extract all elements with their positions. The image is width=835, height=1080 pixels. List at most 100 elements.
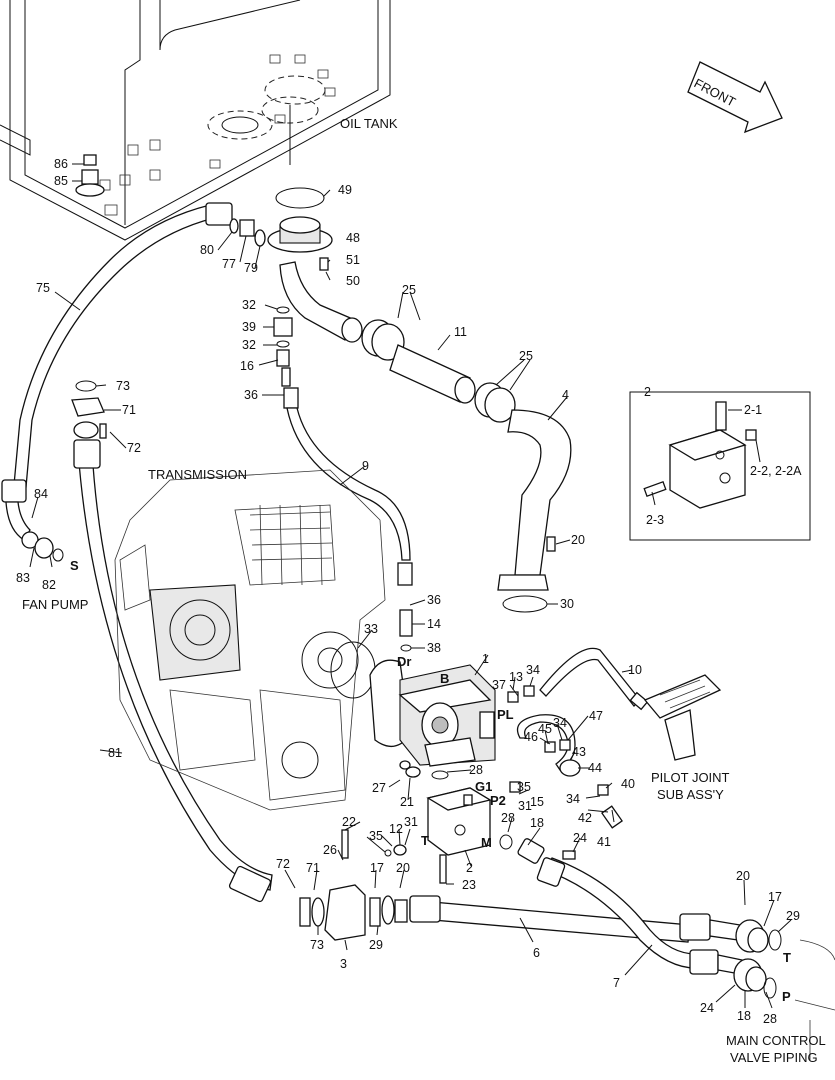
callout-31-a: 31: [518, 799, 532, 813]
callout-18-upper: 18: [530, 816, 544, 830]
callout-34-b: 34: [553, 716, 567, 730]
callout-28-block: 28: [501, 811, 515, 825]
port-S: S: [70, 558, 79, 573]
oil-tank-caption: OIL TANK: [340, 116, 398, 131]
callout-24-upper: 24: [573, 831, 587, 845]
callout-84: 84: [34, 487, 48, 501]
callout-73-upper: 73: [116, 379, 130, 393]
callout-28-right: 28: [763, 1012, 777, 1026]
pilot-joint-subassembly: PILOT JOINT SUB ASS'Y: [643, 674, 730, 802]
suction-hose-assembly: [279, 261, 572, 613]
callout-71-lower: 71: [306, 861, 320, 875]
valve-block: [341, 760, 492, 884]
port-T-pump: T: [421, 833, 429, 848]
callout-31-b: 31: [404, 815, 418, 829]
detail-box-labels: 2 2-1 2-2, 2-2A 2-3: [644, 385, 802, 527]
callout-81: 81: [108, 746, 122, 760]
callout-2-3: 2-3: [646, 513, 664, 527]
callout-51: 51: [346, 253, 360, 267]
callout-72-lower: 72: [276, 857, 290, 871]
callout-20-block: 20: [396, 861, 410, 875]
callout-14: 14: [427, 617, 441, 631]
callout-25-lower: 25: [519, 349, 533, 363]
port-P-main: P: [782, 989, 791, 1004]
callout-34-a: 34: [526, 663, 540, 677]
main-control-caption-1: MAIN CONTROL: [726, 1033, 826, 1048]
callout-86: 86: [54, 157, 68, 171]
callout-77: 77: [222, 257, 236, 271]
callout-41: 41: [597, 835, 611, 849]
callout-2: 2: [466, 861, 473, 875]
callout-47: 47: [589, 709, 603, 723]
fan-pump-hoses: [1, 202, 273, 903]
callout-21: 21: [400, 795, 414, 809]
callout-43: 43: [572, 745, 586, 759]
suction-flange: [267, 187, 333, 271]
callout-71-upper: 71: [122, 403, 136, 417]
port-M: M: [481, 835, 492, 850]
oring-33: [330, 641, 376, 699]
callout-33: 33: [364, 622, 378, 636]
port-P2: P2: [490, 793, 506, 808]
port-PL: PL: [497, 707, 514, 722]
port-B: B: [440, 671, 449, 686]
callout-29-block: 29: [369, 938, 383, 952]
port-labels: S B Dr PL G1 P2 T M T P: [70, 558, 791, 1004]
callout-35-a: 35: [517, 780, 531, 794]
callout-83: 83: [16, 571, 30, 585]
drain-hose-assembly: [273, 306, 413, 652]
callout-25-upper: 25: [402, 283, 416, 297]
callout-6: 6: [533, 946, 540, 960]
pilot-joint-caption-2: SUB ASS'Y: [657, 787, 724, 802]
callout-75: 75: [36, 281, 50, 295]
callout-36-lower: 36: [427, 593, 441, 607]
callout-15: 15: [530, 795, 544, 809]
callout-32-lower: 32: [242, 338, 256, 352]
callout-22: 22: [342, 815, 356, 829]
callout-42: 42: [578, 811, 592, 825]
callout-44: 44: [588, 761, 602, 775]
callout-1: 1: [482, 652, 489, 666]
front-arrow: FRONT: [687, 61, 783, 134]
callout-37: 37: [492, 678, 506, 692]
callout-17-right: 17: [768, 890, 782, 904]
callout-79: 79: [244, 261, 258, 275]
transmission: TRANSMISSION: [114, 467, 386, 811]
callout-20-elbow: 20: [571, 533, 585, 547]
callout-24-lower: 24: [700, 1001, 714, 1015]
callout-17-block: 17: [370, 861, 384, 875]
callout-3: 3: [340, 957, 347, 971]
callout-29-right: 29: [786, 909, 800, 923]
port-T-main: T: [783, 950, 791, 965]
tank-breather-fittings: [75, 154, 105, 197]
port-G1: G1: [475, 779, 492, 794]
fan-pump-caption: FAN PUMP: [22, 597, 88, 612]
callout-13: 13: [509, 670, 523, 684]
main-control-caption-2: VALVE PIPING: [730, 1050, 818, 1065]
callout-48: 48: [346, 231, 360, 245]
callout-82: 82: [42, 578, 56, 592]
callout-12: 12: [389, 822, 403, 836]
callout-20-right: 20: [736, 869, 750, 883]
callout-28-pump: 28: [469, 763, 483, 777]
callout-73-lower: 73: [310, 938, 324, 952]
callout-32-upper: 32: [242, 298, 256, 312]
callout-2-1: 2-1: [744, 403, 762, 417]
callout-46: 46: [524, 730, 538, 744]
main-pump: [369, 659, 496, 780]
callout-23: 23: [462, 878, 476, 892]
callout-36-upper: 36: [244, 388, 258, 402]
callout-26: 26: [323, 843, 337, 857]
callout-labels: 86 85 49 48 51 50 80 77 79 75 25 11 25 4…: [16, 157, 800, 1026]
callout-72-upper: 72: [127, 441, 141, 455]
callout-39: 39: [242, 320, 256, 334]
oil-tank: OIL TANK: [0, 0, 398, 241]
callout-80: 80: [200, 243, 214, 257]
callout-10: 10: [628, 663, 642, 677]
callout-35-b: 35: [369, 829, 383, 843]
callout-18-lower: 18: [737, 1009, 751, 1023]
callout-4: 4: [562, 388, 569, 402]
callout-40: 40: [621, 777, 635, 791]
